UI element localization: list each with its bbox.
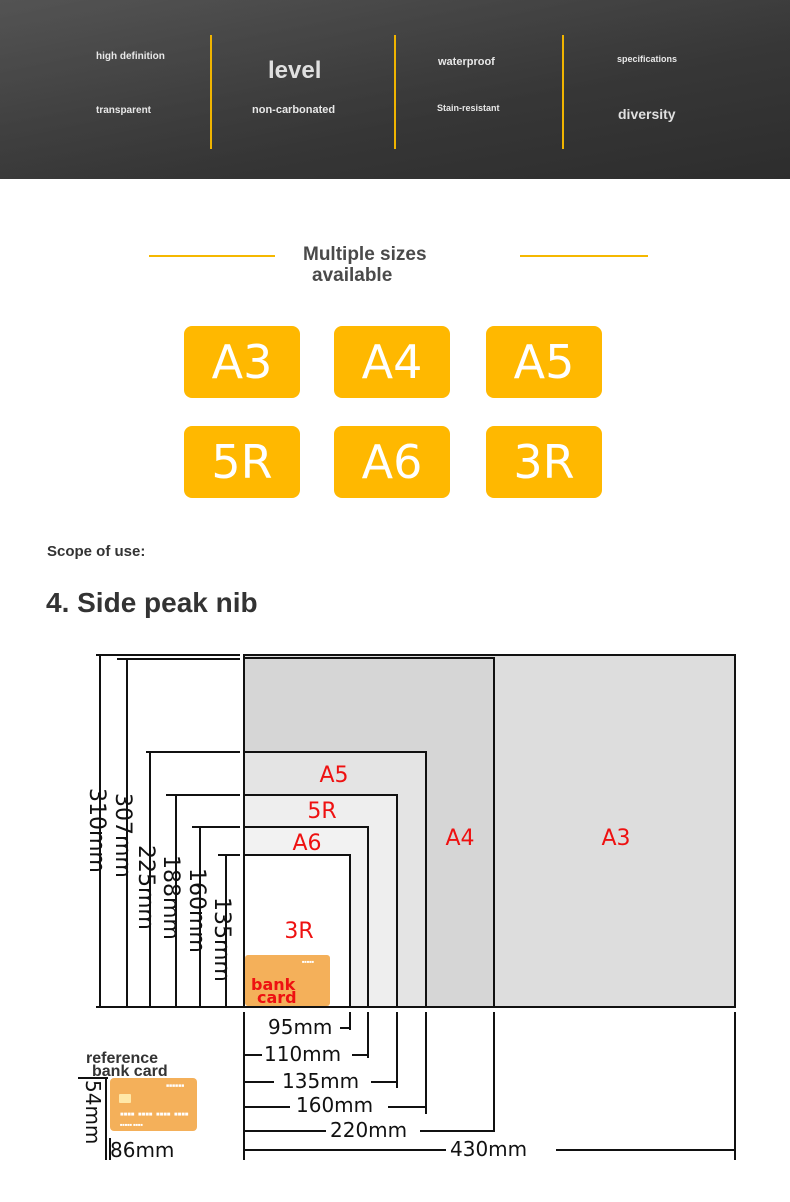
feature-specifications: specifications (617, 54, 678, 64)
sizes-title-line2: available (312, 265, 393, 286)
width-label-430: 430mm (450, 1137, 527, 1161)
size-badge-a6: A6 (334, 426, 450, 498)
bank-card-icon (245, 955, 330, 1006)
card-brand-mark: ■■■■■ (302, 959, 315, 964)
bank-card-label-line2: card (257, 988, 297, 1007)
paper-label-a6: A6 (292, 831, 321, 856)
height-label-310: 310mm (84, 788, 109, 873)
size-badge-5r: 5R (184, 426, 300, 498)
reference-label-line1: reference (86, 1050, 158, 1067)
feature-diversity: diversity (618, 106, 676, 122)
paper-label-5r: 5R (307, 799, 336, 824)
divider-line (394, 35, 396, 149)
feature-waterproof: waterproof (438, 56, 495, 68)
width-label-95: 95mm (268, 1015, 332, 1039)
width-label-160: 160mm (296, 1093, 373, 1117)
feature-transparent: transparent (96, 105, 152, 116)
card-chip-icon (119, 1094, 131, 1103)
height-label-188: 188mm (158, 855, 183, 940)
size-badge-a5: A5 (486, 326, 602, 398)
width-label-135: 135mm (282, 1069, 359, 1093)
bank-card-in-3r: ■■■■■ bank card (245, 955, 330, 1007)
card-brand-mark: ■■■■■■ (166, 1083, 184, 1089)
feature-stain-resistant: Stain-resistant (437, 103, 500, 113)
size-badge-a3: A3 (184, 326, 300, 398)
sizes-title-line1: Multiple sizes (303, 244, 427, 265)
sizes-title: Multiple sizes available (303, 244, 493, 286)
paper-size-diagram: A5 5R A6 3R A4 A3 ■■■■■ bank card 310mm … (78, 654, 736, 1162)
paper-label-3r: 3R (284, 919, 313, 944)
heading-rule-left (149, 255, 275, 257)
bank-card-label-line1: bank (251, 975, 296, 994)
reference-label-line2: bank card (92, 1063, 168, 1080)
width-label-110: 110mm (264, 1042, 341, 1066)
feature-high-definition: high definition (96, 51, 165, 62)
reference-bank-card: reference bank card ■■■■ ■■■■ ■■■■ ■■■■ … (78, 1050, 197, 1162)
paper-label-a4: A4 (445, 826, 474, 851)
features-banner: high definition level waterproof specifi… (0, 0, 790, 179)
width-label-220: 220mm (330, 1118, 407, 1142)
card-number-mark: ■■■■ ■■■■ ■■■■ ■■■■ (120, 1111, 189, 1118)
reference-card-icon (110, 1078, 197, 1131)
paper-label-a3: A3 (601, 826, 630, 851)
feature-non-carbonated: non-carbonated (252, 104, 336, 116)
paper-label-a5: A5 (319, 763, 348, 788)
heading-rule-right (520, 255, 648, 257)
height-dimension-lines (96, 654, 244, 1008)
width-dimension-lines (243, 1012, 736, 1160)
height-label-307: 307mm (110, 793, 135, 878)
scope-of-use-label: Scope of use: (47, 543, 146, 560)
nib-heading: 4. Side peak nib (46, 587, 258, 618)
height-label-225: 225mm (133, 845, 158, 930)
height-label-135: 135mm (209, 897, 234, 982)
card-height-label: 54mm (81, 1080, 105, 1144)
card-holder-mark: ■■■■■ ■■■■ (120, 1122, 143, 1127)
size-badge-3r: 3R (486, 426, 602, 498)
feature-level: level (268, 57, 322, 84)
size-badge-a4: A4 (334, 326, 450, 398)
card-width-label: 86mm (110, 1138, 174, 1162)
divider-line (210, 35, 212, 149)
divider-line (562, 35, 564, 149)
height-label-160: 160mm (184, 868, 209, 953)
